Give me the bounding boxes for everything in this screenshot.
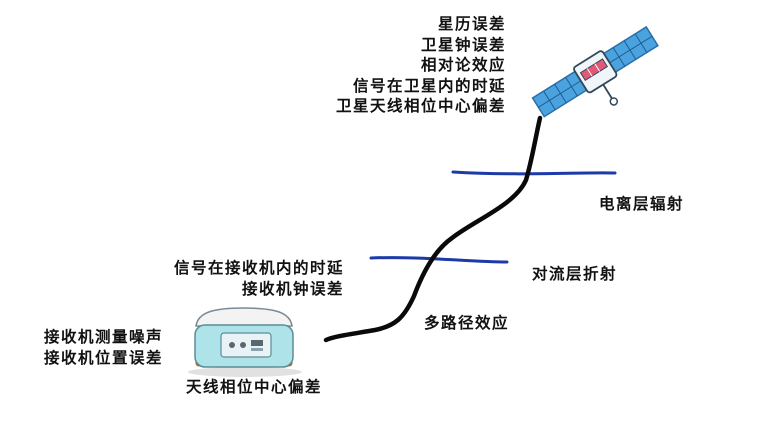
receiver-error-position: 接收机位置误差 [44,348,164,367]
receiver-error-clock: 接收机钟误差 [241,279,344,298]
ionosphere-label: 电离层辐射 [599,195,685,213]
multipath-label: 多路径效应 [424,314,510,332]
receiver-error-delay: 信号在接收机内的时延 [173,259,344,277]
satellite-error-5: 卫星天线相位中心偏差 [335,97,506,115]
receiver-left-error-list: 接收机测量噪声 接收机位置误差 [44,327,163,368]
receiver-antenna-label: 天线相位中心偏差 [186,378,323,396]
receiver-error-noise: 接收机测量噪声 [44,328,164,346]
receiver-upper-error-list: 信号在接收机内的时延 接收机钟误差 [174,258,344,299]
satellite-icon [531,25,659,118]
signal-path [323,115,543,343]
troposphere-label: 对流层折射 [532,265,618,283]
satellite-error-1: 星历误差 [437,15,506,33]
satellite-error-4: 信号在卫星内的时延 [352,76,506,95]
satellite-error-3: 相对论效应 [420,56,506,74]
troposphere-layer-line [369,256,509,264]
ionosphere-layer-line [451,170,617,176]
satellite-error-list: 星历误差 卫星钟误差 相对论效应 信号在卫星内的时延 卫星天线相位中心偏差 [336,14,506,117]
receiver-icon [188,307,302,377]
satellite-error-2: 卫星钟误差 [420,35,506,54]
